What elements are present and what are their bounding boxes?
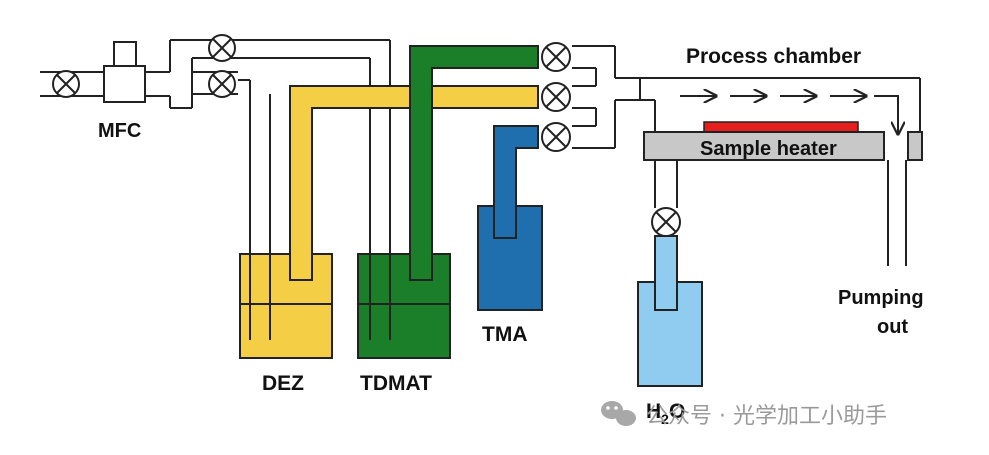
outlet-manifold [572, 45, 640, 149]
pumping-out-label-line1: Pumping [838, 287, 924, 309]
valve-icon [651, 207, 681, 237]
bottle-inlet-tubes [249, 254, 391, 340]
valve-icon [52, 70, 80, 98]
mfc-label: MFC [98, 120, 141, 142]
tdmat-vapor-line [409, 45, 539, 281]
pumping-out-label-line2: out [877, 316, 908, 338]
process-chamber-label: Process chamber [686, 45, 861, 68]
tdmat-bottle [357, 253, 451, 359]
heater-right-segment [907, 131, 923, 161]
valve-icon [541, 42, 571, 72]
valve-icon [208, 34, 236, 62]
process-chamber [639, 77, 921, 132]
pumping-line [887, 160, 907, 266]
h2o-label-o: O [669, 400, 685, 423]
h2o-label-sub: 2 [661, 411, 669, 427]
valve-icon [541, 82, 571, 112]
h2o-tube-lower [654, 235, 678, 311]
h2o-label: H2O [646, 400, 685, 427]
valve-icon [541, 122, 571, 152]
dez-vapor-line [289, 85, 539, 281]
dez-label: DEZ [262, 372, 304, 395]
carrier-gas-inlet [40, 40, 193, 109]
sample-substrate [703, 121, 859, 133]
mfc-box [103, 41, 146, 103]
valve-icon [208, 70, 236, 98]
sample-heater-label: Sample heater [700, 138, 837, 160]
watermark-text: 公众号 · 光学加工小助手 [646, 404, 887, 429]
tdmat-label: TDMAT [360, 372, 432, 395]
tma-vapor-line [493, 125, 539, 239]
tma-label: TMA [482, 323, 528, 346]
dez-bottle [239, 253, 333, 359]
h2o-label-h: H [646, 400, 661, 423]
h2o-line [654, 160, 678, 208]
sample-heater [643, 131, 885, 161]
flow-arrow-icon [680, 96, 898, 134]
wechat-icon [601, 401, 636, 426]
